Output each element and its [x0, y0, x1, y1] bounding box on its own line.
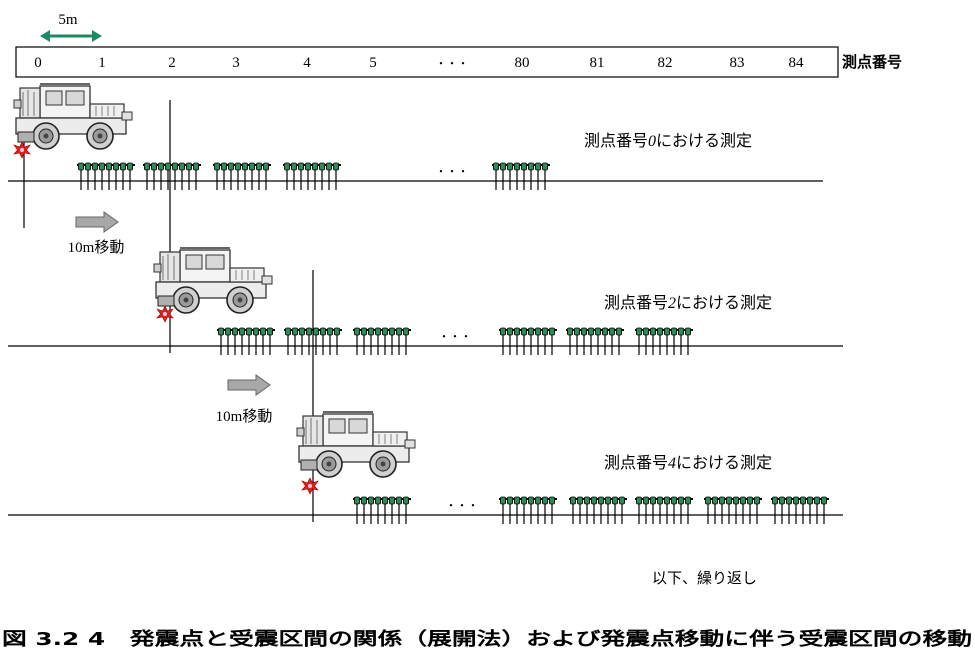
repeat-note: 以下、繰り返し	[652, 569, 757, 587]
geophone-group-icon	[353, 328, 411, 355]
stage-station-0: ・・・ 測点番号0における測定	[8, 83, 823, 353]
geophone-group-icon	[217, 328, 275, 355]
geophone-ellipsis: ・・・	[436, 166, 469, 178]
geophone-group-icon	[492, 163, 550, 190]
station-number: 5	[369, 55, 377, 71]
station-number: 84	[789, 55, 805, 71]
geophone-ellipsis: ・・・	[439, 331, 472, 343]
move-arrow-icon	[227, 374, 271, 396]
stage-label: 測点番号0における測定	[584, 131, 752, 150]
geophone-group-icon	[143, 163, 201, 190]
station-number: 83	[730, 55, 745, 71]
shot-burst-icon	[301, 477, 319, 495]
station-number: 81	[590, 55, 605, 71]
geophone-group-icon	[213, 163, 271, 190]
station-number: 80	[515, 55, 530, 71]
geophone-group-icon	[499, 328, 557, 355]
figure-caption: 図 3.2 4 発震点と受震区間の関係（展開法）および発震点移動に伴う受震区間の…	[2, 628, 972, 650]
geophone-group-icon	[635, 328, 693, 355]
stage-station-4: ・・・ 測点番号4における測定	[8, 411, 843, 524]
geophone-group-icon	[499, 497, 557, 524]
geophone-group-icon	[635, 497, 693, 524]
stage-station-2: ・・・ 測点番号2における測定	[8, 247, 843, 522]
scale-spacing-label: 5m	[58, 12, 78, 28]
station-number: 82	[658, 55, 673, 71]
shot-burst-icon	[156, 305, 174, 323]
move-label: 10m移動	[68, 239, 125, 256]
stage-label: 測点番号4における測定	[604, 453, 772, 472]
station-number-row-label: 測点番号	[842, 53, 902, 71]
station-number: 0	[34, 55, 42, 71]
geophone-group-icon	[353, 497, 411, 524]
station-number: 2	[168, 55, 176, 71]
move-arrow-icon	[75, 211, 119, 233]
geophone-group-icon	[283, 163, 341, 190]
geophone-ellipsis: ・・・	[446, 500, 479, 512]
geophone-group-icon	[566, 328, 624, 355]
vibrator-truck-icon	[13, 83, 133, 150]
station-number: 4	[303, 55, 311, 71]
geophone-group-icon	[771, 497, 829, 524]
station-number: 1	[98, 55, 106, 71]
station-ellipsis: ・・・	[436, 58, 469, 70]
shot-burst-icon	[13, 141, 31, 159]
station-number-box	[15, 46, 839, 78]
station-numbers: 0 1 2 3 4 5 ・・・ 80 81 82 83 84	[34, 55, 804, 71]
geophone-group-icon	[77, 163, 135, 190]
move-label: 10m移動	[216, 408, 273, 425]
scale-arrow-icon	[40, 30, 102, 42]
vibrator-truck-icon	[153, 247, 273, 314]
station-number: 3	[232, 55, 240, 71]
vibrator-truck-icon	[296, 411, 416, 478]
stage-label: 測点番号2における測定	[604, 293, 772, 312]
geophone-group-icon	[704, 497, 762, 524]
geophone-group-icon	[569, 497, 627, 524]
